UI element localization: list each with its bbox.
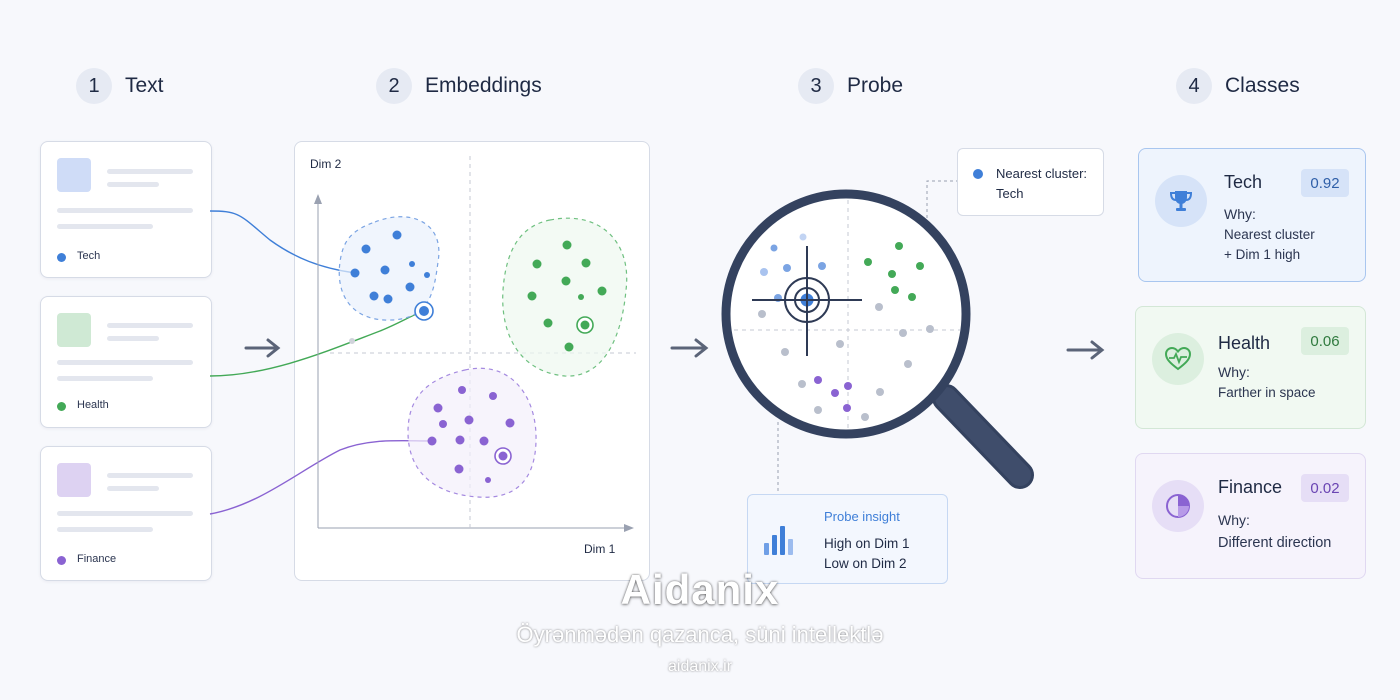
pie-chart-icon (1152, 480, 1204, 532)
heart-pulse-icon (1152, 333, 1204, 385)
watermark-url: aidanix.ir (667, 658, 733, 675)
step-title: Text (125, 74, 164, 97)
x-axis-label: Dim 1 (584, 542, 616, 556)
text-line (57, 376, 153, 381)
text-line (57, 208, 193, 213)
text-line (57, 360, 193, 365)
class-score: 0.06 (1301, 327, 1349, 355)
text-line (107, 169, 193, 174)
probe-insight-line-2: Low on Dim 2 (824, 556, 907, 571)
probe-insight-card: Probe insight High on Dim 1 Low on Dim 2 (747, 494, 948, 584)
health-dot (57, 402, 66, 411)
step-title: Probe (847, 74, 904, 97)
document-card-tech: Tech (40, 141, 212, 278)
reason-line-1: Farther in space (1218, 385, 1316, 400)
tech-query-point-core (419, 306, 429, 316)
class-score: 0.92 (1301, 169, 1349, 197)
class-card-tech: Tech 0.92 Why: Nearest cluster + Dim 1 h… (1138, 148, 1366, 282)
step-number: 4 (1176, 68, 1212, 104)
watermark-subtitle: Öyrənmədən qazanca, süni intellektlə (516, 622, 884, 647)
watermark-title: Aidanix (620, 566, 780, 613)
document-thumbnail (57, 313, 91, 347)
text-line (107, 473, 193, 478)
trophy-icon (1155, 175, 1207, 227)
why-label: Why: (1224, 206, 1256, 222)
document-card-health: Health (40, 296, 212, 428)
class-card-health: Health 0.06 Why: Farther in space (1135, 306, 1366, 429)
probe-insight-title: Probe insight (824, 509, 900, 524)
document-thumbnail (57, 158, 91, 192)
class-name: Finance (1218, 477, 1283, 497)
text-line (57, 511, 193, 516)
nearest-cluster-title: Nearest cluster: (996, 166, 1088, 181)
probe-insight-line-1: High on Dim 1 (824, 536, 910, 551)
step-4-header: 4 Classes (1176, 66, 1300, 106)
health-points (527, 240, 607, 352)
embedding-axes (314, 156, 636, 532)
class-score: 0.02 (1301, 474, 1349, 502)
document-label: Finance (77, 553, 117, 565)
tech-dot (973, 169, 983, 179)
arrow-2 (670, 338, 709, 358)
text-line (57, 224, 153, 229)
arrow-1 (244, 338, 281, 358)
step-title: Embeddings (425, 74, 542, 97)
document-label: Tech (77, 250, 101, 262)
stray-point (349, 338, 355, 344)
finance-query-point-core (498, 451, 508, 461)
text-line (107, 323, 193, 328)
arrow-3 (1066, 340, 1105, 360)
class-name: Tech (1224, 172, 1263, 192)
document-label: Health (77, 399, 109, 411)
finance-connector (209, 439, 433, 515)
text-line (107, 336, 159, 341)
document-thumbnail (57, 463, 91, 497)
nearest-leader (926, 180, 957, 218)
reason-line-1: Different direction (1218, 535, 1332, 551)
nearest-cluster-callout: Nearest cluster: Tech (957, 148, 1104, 216)
reason-line-1: Nearest cluster (1224, 227, 1315, 242)
health-cluster (502, 217, 628, 377)
step-number: 3 (798, 68, 834, 104)
why-label: Why: (1218, 512, 1250, 528)
step-2-header: 2 Embeddings (376, 66, 542, 106)
step-title: Classes (1225, 74, 1300, 97)
class-name: Health (1218, 333, 1271, 353)
health-query-point-core (580, 320, 590, 330)
finance-dot (57, 556, 66, 565)
step-number: 1 (76, 68, 112, 104)
nearest-cluster-value: Tech (996, 186, 1024, 201)
text-line (107, 486, 159, 491)
finance-cluster (407, 367, 537, 498)
health-connector (209, 310, 425, 377)
step-3-header: 3 Probe (798, 66, 903, 106)
tech-points (350, 230, 430, 304)
tech-dot (57, 253, 66, 262)
text-line (57, 527, 153, 532)
why-label: Why: (1218, 364, 1250, 380)
text-line (107, 182, 159, 187)
magnifier-icon (721, 189, 1034, 489)
step-number: 2 (376, 68, 412, 104)
bar-chart-icon (764, 526, 793, 555)
tech-connector (209, 210, 356, 274)
y-axis-label: Dim 2 (310, 157, 342, 171)
reason-line-2: + Dim 1 high (1224, 247, 1301, 262)
class-card-finance: Finance 0.02 Why: Different direction (1135, 453, 1366, 579)
step-1-header: 1 Text (76, 66, 164, 106)
finance-points (427, 386, 515, 483)
